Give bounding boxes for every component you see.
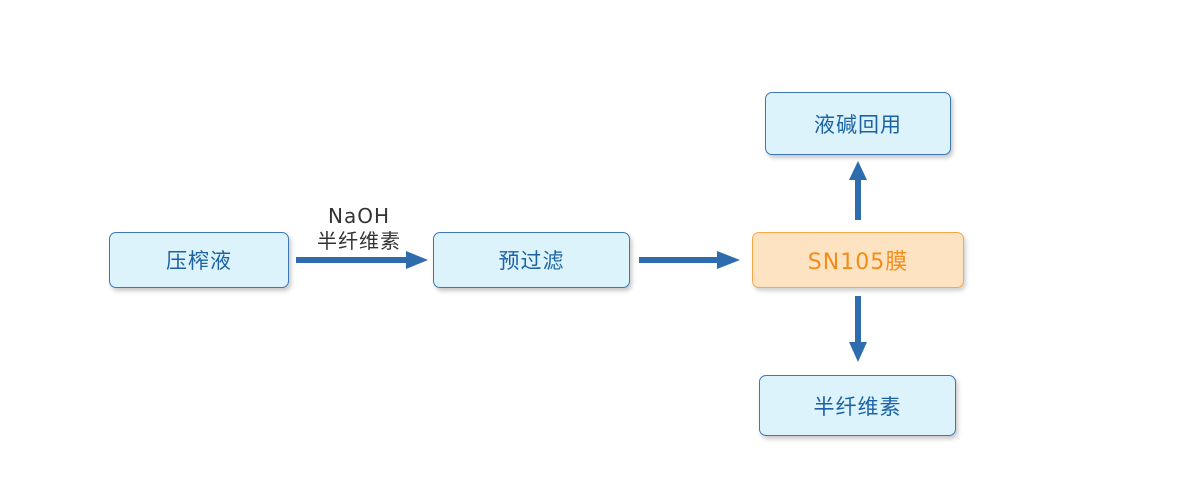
- node-press-liquid: 压榨液: [109, 232, 289, 288]
- node-prefilter: 预过滤: [433, 232, 630, 288]
- edge-label-naoh: NaOH: [328, 204, 390, 228]
- arrow-membrane-to-alkali-reuse: [849, 161, 867, 220]
- node-membrane: SN105膜: [752, 232, 964, 288]
- arrow-membrane-to-hemicellulose: [849, 296, 867, 362]
- node-hemicellulose: 半纤维素: [759, 375, 956, 436]
- arrow-press-to-prefilter: [296, 251, 428, 269]
- edge-label-hemicellulose: 半纤维素: [317, 229, 401, 253]
- arrow-prefilter-to-membrane: [639, 251, 740, 269]
- node-alkali-reuse: 液碱回用: [765, 92, 951, 155]
